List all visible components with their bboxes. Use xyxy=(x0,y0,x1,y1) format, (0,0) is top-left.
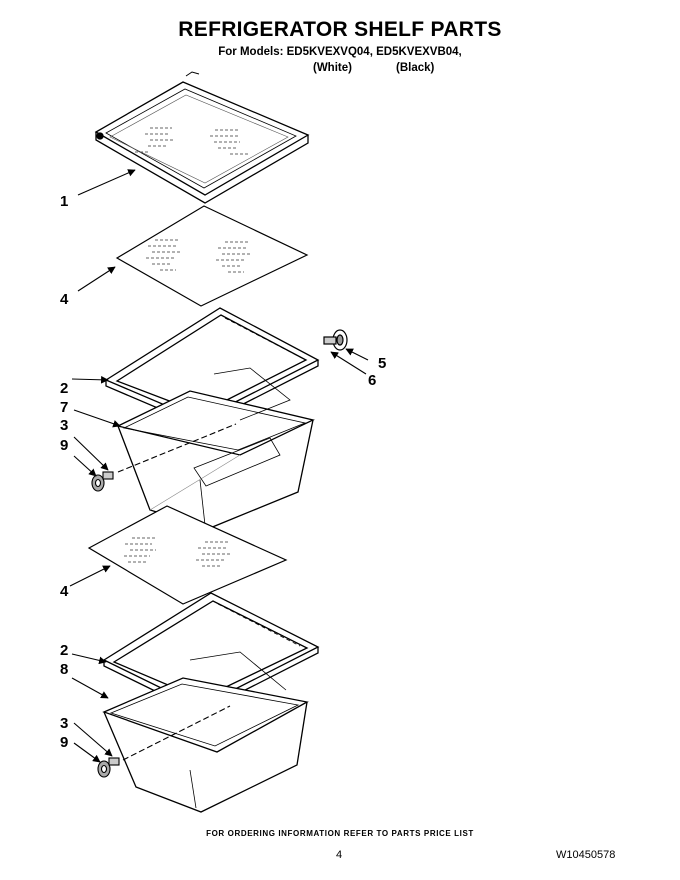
leader-lines xyxy=(69,169,369,763)
callout-5: 5 xyxy=(378,355,387,372)
roller-wheel-part xyxy=(323,329,348,351)
callout-4-lower: 4 xyxy=(60,583,69,600)
callout-1: 1 xyxy=(60,193,69,210)
roller-lower-left xyxy=(97,757,120,778)
page-title: REFRIGERATOR SHELF PARTS xyxy=(178,18,502,41)
callout-2-upper: 2 xyxy=(60,380,69,397)
roller-upper-left xyxy=(91,471,114,492)
crisper-drawer-lower xyxy=(102,651,309,813)
callout-4-upper: 4 xyxy=(60,291,69,308)
callout-3-upper: 3 xyxy=(60,417,69,434)
callout-3-lower: 3 xyxy=(60,715,69,732)
callout-9-lower: 9 xyxy=(60,734,69,751)
glass-panel-upper xyxy=(115,205,309,307)
page-number: 4 xyxy=(336,849,343,861)
callout-9-upper: 9 xyxy=(60,437,69,454)
callout-6: 6 xyxy=(368,372,377,389)
glass-panel-lower xyxy=(87,505,288,605)
finish-black-label: (Black) xyxy=(396,62,435,74)
models-line: For Models: ED5KVEXVQ04, ED5KVEXVB04, xyxy=(218,46,462,58)
finish-white-label: (White) xyxy=(313,62,352,74)
document-number: W10450578 xyxy=(556,849,616,861)
callout-7: 7 xyxy=(60,399,69,416)
callout-2-lower: 2 xyxy=(60,642,69,659)
ordering-note: FOR ORDERING INFORMATION REFER TO PARTS … xyxy=(206,829,474,838)
crisper-drawer-upper xyxy=(116,367,315,529)
shelf-frame-part xyxy=(94,71,310,204)
callout-8: 8 xyxy=(60,661,69,678)
